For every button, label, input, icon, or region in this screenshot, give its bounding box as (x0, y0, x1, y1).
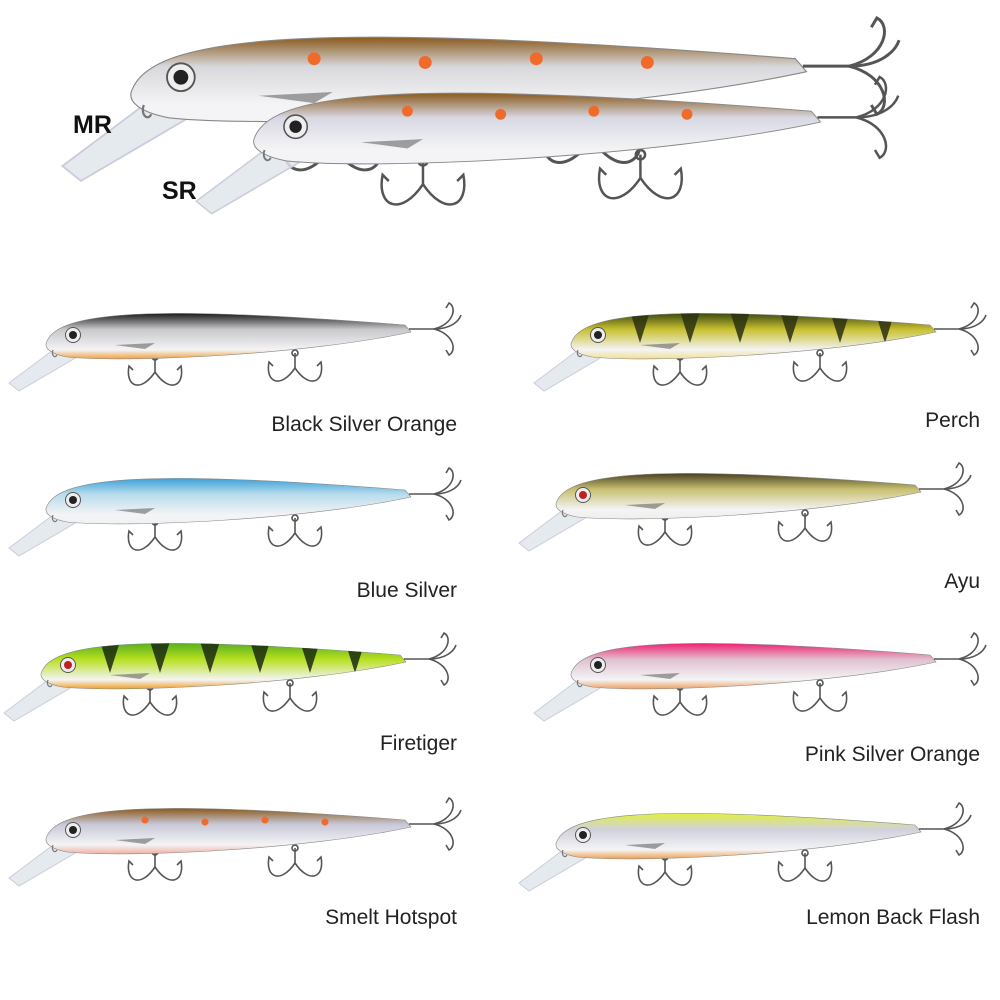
spot (640, 55, 654, 69)
pupil (69, 331, 77, 339)
lure-body (555, 813, 922, 860)
pectoral-fin (625, 503, 665, 509)
tail-hook-icon (934, 301, 987, 357)
treble-hook-icon (380, 154, 466, 206)
pupil (594, 331, 602, 339)
pupil (173, 69, 189, 85)
pectoral-fin (115, 838, 155, 844)
spot (321, 818, 329, 826)
lure-body (555, 473, 922, 520)
pectoral-fin (258, 92, 333, 104)
variant-label: Perch (925, 409, 980, 432)
pupil (594, 661, 602, 669)
tail-hook-icon (409, 796, 462, 852)
lure-image (518, 801, 972, 892)
tail-hook-icon (409, 301, 462, 357)
spot (529, 52, 543, 66)
pupil (579, 491, 587, 499)
lure-body (253, 92, 822, 165)
treble-hook-icon (792, 679, 848, 712)
spot (681, 108, 693, 120)
line-tie (262, 149, 272, 162)
lure-image (8, 301, 462, 392)
variant-label: Firetiger (379, 732, 457, 755)
variant-label: Pink Silver Orange (804, 743, 980, 766)
treble-hook-icon (262, 679, 318, 712)
line-tie (576, 349, 583, 358)
lure-image (518, 461, 972, 552)
lure-image (533, 301, 987, 392)
treble-hook-icon (267, 514, 323, 547)
spot (201, 818, 209, 826)
treble-hook-icon (267, 844, 323, 877)
pupil (69, 826, 77, 834)
spot (141, 816, 149, 824)
spot (588, 105, 600, 117)
lure-body (40, 643, 407, 690)
line-tie (576, 679, 583, 688)
mr-label: MR (73, 111, 112, 139)
spot (418, 55, 432, 69)
sr-lure-image (194, 75, 900, 215)
spot (402, 105, 413, 117)
tail-hook-icon (409, 466, 462, 522)
treble-hook-icon (597, 148, 684, 200)
treble-hook-icon (637, 513, 693, 546)
spot (261, 816, 269, 824)
lure-image (3, 631, 457, 722)
lure-body (570, 313, 937, 360)
pectoral-fin (625, 843, 665, 849)
pectoral-fin (640, 343, 680, 349)
tail-hook-icon (802, 16, 901, 117)
sr-label: SR (162, 177, 197, 205)
lure-image (8, 466, 462, 557)
line-tie (51, 514, 58, 523)
line-tie (46, 679, 53, 688)
tail-hook-icon (817, 75, 900, 160)
line-tie (51, 844, 58, 853)
spot (495, 108, 507, 120)
variant-label: Blue Silver (356, 579, 457, 602)
line-tie (561, 849, 568, 858)
line-tie (561, 509, 568, 518)
variant-label: Black Silver Orange (271, 413, 457, 436)
line-tie (141, 104, 153, 119)
lure-body (45, 478, 412, 525)
lure-image (8, 796, 462, 887)
spot (307, 52, 321, 66)
tail-hook-icon (919, 801, 972, 857)
lure-body (45, 808, 412, 855)
tail-hook-icon (934, 631, 987, 687)
lure-body (45, 313, 412, 360)
treble-hook-icon (777, 849, 833, 882)
mr-lure-image (60, 16, 901, 183)
pectoral-fin (640, 673, 680, 679)
treble-hook-icon (792, 349, 848, 382)
pectoral-fin (115, 343, 155, 349)
treble-hook-icon (267, 349, 323, 382)
pectoral-fin (115, 508, 155, 514)
tail-hook-icon (404, 631, 457, 687)
variant-label: Lemon Back Flash (806, 906, 980, 929)
pupil (579, 831, 587, 839)
treble-hook-icon (777, 509, 833, 542)
pupil (69, 496, 77, 504)
line-tie (51, 349, 58, 358)
pupil (289, 120, 302, 133)
variant-label: Ayu (944, 570, 980, 593)
pupil (64, 661, 72, 669)
pectoral-fin (360, 139, 423, 149)
variant-label: Smelt Hotspot (325, 906, 457, 929)
lure-image (533, 631, 987, 722)
lure-body (570, 643, 937, 690)
pectoral-fin (110, 673, 150, 679)
tail-hook-icon (919, 461, 972, 517)
